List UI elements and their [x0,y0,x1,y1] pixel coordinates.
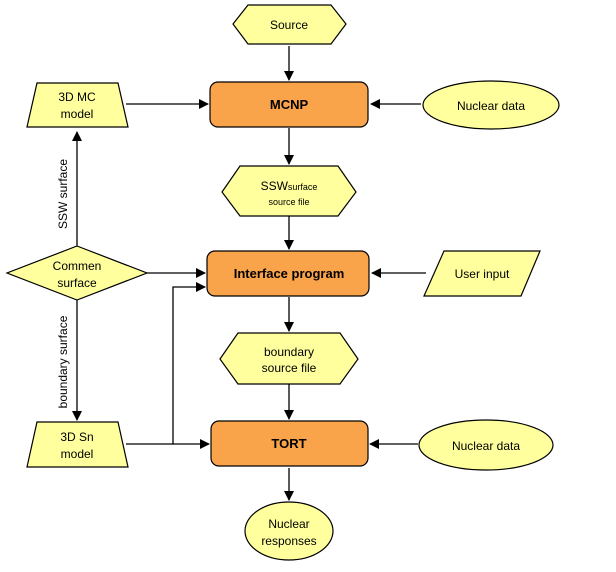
user-input-label: User input [455,267,510,281]
nuclear-responses-label-line2: responses [261,534,316,548]
source-shape [232,4,347,45]
ssw-file-word1: SSW [261,179,289,193]
sn-model-shape [26,421,129,468]
ssw-file-label-line1: SSWsurface [261,179,318,193]
nuclear-data-bottom-label: Nuclear data [452,439,520,453]
node-common-surface: Commen surface [5,245,149,301]
mcnp-shape [209,81,369,128]
node-sn-model: 3D Sn model [26,421,129,468]
common-surface-label-line2: surface [57,276,97,290]
tort-label: TORT [271,436,306,451]
common-surface-shape [5,245,149,301]
ssw-file-word2: surface [288,182,318,192]
sn-model-label-line1: 3D Sn [60,430,93,444]
edge-sn-model-to-interface [126,282,206,445]
edge-label-boundary-surface: boundary surface [56,315,70,408]
node-tort: TORT [210,420,369,467]
edge-label-ssw-surface: SSW surface [56,159,70,229]
boundary-file-shape [219,332,359,385]
nuclear-responses-shape [244,501,334,561]
interface-program-shape [206,250,370,297]
node-user-input: User input [423,250,541,297]
node-ssw-file: SSWsurface source file [221,165,357,217]
node-mcnp: MCNP [209,81,369,128]
node-nuclear-data-top: Nuclear data [422,80,560,130]
nuclear-responses-label-line1: Nuclear [268,517,309,531]
nuclear-data-top-label: Nuclear data [457,99,525,113]
node-mc-model: 3D MC model [26,82,129,128]
boundary-file-label-line1: boundary [264,345,314,359]
nuclear-data-top-shape [422,80,560,130]
node-nuclear-responses: Nuclear responses [244,501,334,561]
ssw-file-label-line2: source file [268,197,309,207]
node-interface-program: Interface program [206,250,370,297]
mc-model-label-line1: 3D MC [58,90,96,104]
ssw-file-shape [221,165,357,217]
nuclear-data-bottom-shape [418,419,554,471]
user-input-shape [423,250,541,297]
edges [72,46,426,501]
common-surface-label-line1: Commen [53,259,102,273]
mc-model-label-line2: model [61,107,94,121]
source-label: Source [270,18,308,32]
node-boundary-file: boundary source file [219,332,359,385]
sn-model-label-line2: model [61,447,94,461]
mcnp-label: MCNP [270,97,309,112]
interface-program-label: Interface program [234,266,345,281]
node-source: Source [232,4,347,45]
node-nuclear-data-bottom: Nuclear data [418,419,554,471]
boundary-file-label-line2: source file [262,361,317,375]
mc-model-shape [26,82,129,128]
tort-shape [210,420,369,467]
